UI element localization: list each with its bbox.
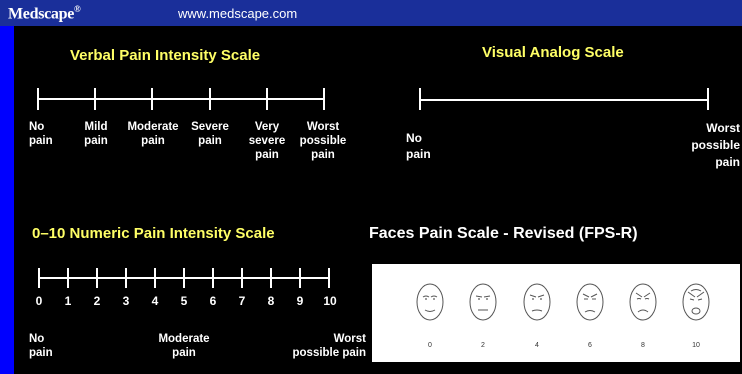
numeric-tick bbox=[154, 268, 156, 288]
numeric-label-10: 10 bbox=[319, 294, 341, 308]
numeric-tick bbox=[328, 268, 330, 288]
visual-analog-left-label: No pain bbox=[406, 130, 431, 162]
numeric-tick bbox=[212, 268, 214, 288]
numeric-label-3: 3 bbox=[119, 294, 133, 308]
visual-analog-line bbox=[419, 99, 709, 101]
face-score-8: 8 bbox=[628, 342, 658, 349]
verbal-label-mild: Mild pain bbox=[76, 120, 116, 148]
face-score-10: 10 bbox=[681, 342, 711, 349]
visual-analog-tick-left bbox=[419, 88, 421, 110]
face-score-2: 2 bbox=[468, 342, 498, 349]
verbal-tick bbox=[37, 88, 39, 110]
medscape-logo: Medscape® bbox=[8, 4, 80, 23]
face-8-icon bbox=[628, 282, 658, 322]
numeric-label-4: 4 bbox=[148, 294, 162, 308]
site-url: www.medscape.com bbox=[178, 6, 297, 21]
visual-analog-title: Visual Analog Scale bbox=[482, 44, 624, 61]
numeric-tick bbox=[38, 268, 40, 288]
numeric-label-9: 9 bbox=[293, 294, 307, 308]
numeric-tick bbox=[299, 268, 301, 288]
brand-name: Medscape bbox=[8, 5, 74, 22]
numeric-label-5: 5 bbox=[177, 294, 191, 308]
verbal-label-no-pain: No pain bbox=[29, 120, 53, 148]
numeric-scale-title: 0–10 Numeric Pain Intensity Scale bbox=[32, 225, 275, 242]
verbal-tick bbox=[323, 88, 325, 110]
numeric-tick bbox=[67, 268, 69, 288]
visual-analog-right-label: Worst possible pain bbox=[658, 120, 740, 171]
visual-analog-tick-right bbox=[707, 88, 709, 110]
faces-panel: 0 2 4 6 8 10 bbox=[372, 264, 740, 362]
verbal-tick bbox=[266, 88, 268, 110]
numeric-tick bbox=[125, 268, 127, 288]
numeric-mid-label: Moderate pain bbox=[149, 332, 219, 360]
brand-registered-mark: ® bbox=[74, 4, 80, 14]
verbal-label-very-severe: Very severe pain bbox=[243, 120, 291, 162]
verbal-label-severe: Severe pain bbox=[186, 120, 234, 148]
verbal-label-moderate: Moderate pain bbox=[122, 120, 184, 148]
numeric-label-6: 6 bbox=[206, 294, 220, 308]
face-2-icon bbox=[468, 282, 498, 322]
face-score-6: 6 bbox=[575, 342, 605, 349]
numeric-label-8: 8 bbox=[264, 294, 278, 308]
verbal-tick bbox=[209, 88, 211, 110]
numeric-label-7: 7 bbox=[235, 294, 249, 308]
numeric-tick bbox=[241, 268, 243, 288]
verbal-tick bbox=[94, 88, 96, 110]
numeric-tick bbox=[270, 268, 272, 288]
face-score-4: 4 bbox=[522, 342, 552, 349]
numeric-label-0: 0 bbox=[32, 294, 46, 308]
verbal-label-worst: Worst possible pain bbox=[293, 120, 353, 162]
verbal-scale-title: Verbal Pain Intensity Scale bbox=[70, 47, 260, 64]
numeric-label-1: 1 bbox=[61, 294, 75, 308]
face-0-icon bbox=[415, 282, 445, 322]
face-score-0: 0 bbox=[415, 342, 445, 349]
numeric-tick bbox=[183, 268, 185, 288]
face-10-icon bbox=[681, 282, 711, 322]
numeric-right-label: Worst possible pain bbox=[272, 332, 366, 360]
verbal-scale-line bbox=[37, 98, 325, 100]
face-4-icon bbox=[522, 282, 552, 322]
header-bar: Medscape® www.medscape.com bbox=[0, 0, 742, 26]
numeric-label-2: 2 bbox=[90, 294, 104, 308]
verbal-tick bbox=[151, 88, 153, 110]
numeric-tick bbox=[96, 268, 98, 288]
numeric-left-label: No pain bbox=[29, 332, 53, 360]
pain-scales-panel: Verbal Pain Intensity Scale No pain Mild… bbox=[14, 26, 742, 374]
face-6-icon bbox=[575, 282, 605, 322]
faces-scale-title: Faces Pain Scale - Revised (FPS-R) bbox=[369, 225, 638, 243]
